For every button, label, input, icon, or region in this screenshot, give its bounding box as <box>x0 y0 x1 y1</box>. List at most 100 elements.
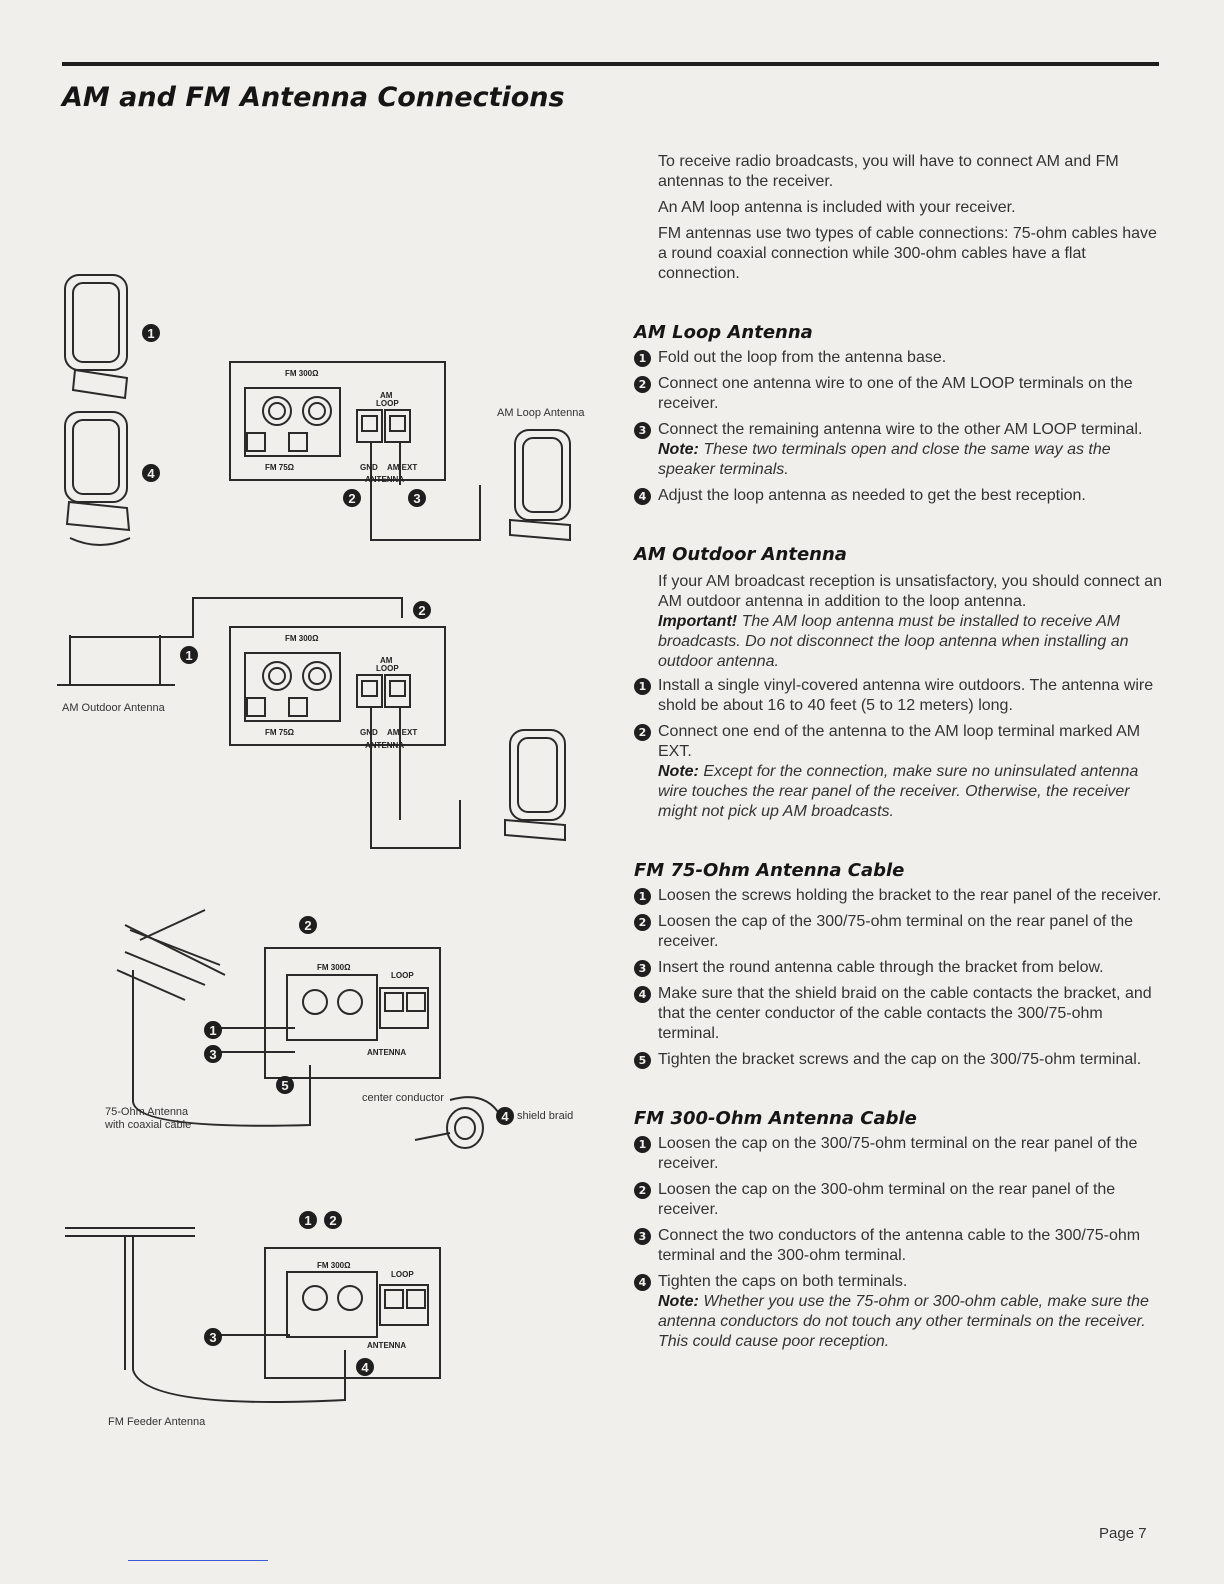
marker-fig3-5: 5 <box>276 1076 294 1094</box>
am-outdoor-antenna-illustration <box>57 597 403 686</box>
svg-text:1: 1 <box>185 648 192 663</box>
marker-fig4-2: 2 <box>324 1211 342 1229</box>
marker-fig3-4: 4 <box>496 1107 514 1125</box>
am-outdoor-note: Note: Except for the connection, make su… <box>658 763 1139 820</box>
svg-text:3: 3 <box>209 1330 216 1345</box>
svg-text:3: 3 <box>413 491 420 506</box>
svg-text:2: 2 <box>418 603 425 618</box>
panel3-loop-label: LOOP <box>391 971 414 980</box>
intro-paragraph-1: To receive radio broadcasts, you will ha… <box>658 153 1119 190</box>
page-title: AM and FM Antenna Connections <box>62 82 565 113</box>
marker-fig4-1: 1 <box>299 1211 317 1229</box>
panel4-fm300-label: FM 300Ω <box>317 1261 351 1270</box>
panel1-fm300-label: FM 300Ω <box>285 369 319 378</box>
marker-fig3-3: 3 <box>204 1045 222 1063</box>
fm75-heading: FM 75-Ohm Antenna Cable <box>634 860 905 881</box>
panel2-fm75-label: FM 75Ω <box>265 728 295 737</box>
panel1-fm75-label: FM 75Ω <box>265 463 295 472</box>
marker-fig2-1: 1 <box>180 646 198 664</box>
panel2-fm300-label: FM 300Ω <box>285 634 319 643</box>
fm-feeder-antenna-label: FM Feeder Antenna <box>108 1416 206 1428</box>
marker-fig1-3: 3 <box>408 489 426 507</box>
figures-column: FM 300Ω FM 75Ω AM LOOP GND AM EXT ANTENN… <box>55 140 615 1440</box>
fm75-antenna-illustration <box>116 909 501 1149</box>
am-outdoor-intro: If your AM broadcast reception is unsati… <box>658 573 1162 610</box>
am-loop-note: Note: These two terminals open and close… <box>658 441 1111 478</box>
fm75-antenna-label-2: with coaxial cable <box>105 1119 192 1131</box>
fm300-antenna-illustration <box>65 1227 441 1403</box>
panel3-antenna-label: ANTENNA <box>367 1048 406 1057</box>
intro-paragraph-2: An AM loop antenna is included with your… <box>658 199 1016 216</box>
svg-text:4: 4 <box>361 1360 369 1375</box>
receiver-panel-2 <box>229 626 566 849</box>
am-loop-antenna-label: AM Loop Antenna <box>497 407 585 419</box>
panel1-antenna-label: ANTENNA <box>365 475 404 484</box>
panel1-am-label: AM <box>380 391 393 400</box>
page-number: Page 7 <box>1099 1525 1147 1542</box>
am-loop-heading: AM Loop Antenna <box>634 322 813 343</box>
svg-text:3: 3 <box>209 1047 216 1062</box>
svg-text:1: 1 <box>209 1023 216 1038</box>
marker-fig4-4: 4 <box>356 1358 374 1376</box>
panel2-gnd-label: GND <box>360 728 378 737</box>
text-column: To receive radio broadcasts, you will ha… <box>634 152 1168 1352</box>
svg-text:1: 1 <box>304 1213 311 1228</box>
svg-text:5: 5 <box>281 1078 288 1093</box>
marker-fig1-1: 1 <box>142 324 160 342</box>
shield-braid-label: shield braid <box>517 1110 574 1122</box>
svg-text:2: 2 <box>348 491 355 506</box>
panel4-loop-label: LOOP <box>391 1270 414 1279</box>
marker-fig3-2: 2 <box>299 916 317 934</box>
am-outdoor-important: Important! The AM loop antenna must be i… <box>658 613 1129 670</box>
panel2-loop-label: LOOP <box>376 664 399 673</box>
am-outdoor-heading: AM Outdoor Antenna <box>634 544 847 565</box>
intro-paragraph-3: FM antennas use two types of cable conne… <box>658 225 1157 282</box>
panel1-loop-label: LOOP <box>376 399 399 408</box>
panel1-amext-label: AM EXT <box>387 463 417 472</box>
am-loop-antenna-illustration <box>509 429 571 542</box>
panel1-gnd-label: GND <box>360 463 378 472</box>
receiver-panel-1 <box>229 361 481 541</box>
panel4-antenna-label: ANTENNA <box>367 1341 406 1350</box>
center-conductor-label: center conductor <box>362 1092 444 1104</box>
svg-text:4: 4 <box>501 1109 509 1124</box>
panel2-amext-label: AM EXT <box>387 728 417 737</box>
panel2-am-label: AM <box>380 656 393 665</box>
marker-fig4-3: 3 <box>204 1328 222 1346</box>
panel3-fm300-label: FM 300Ω <box>317 963 351 972</box>
marker-fig2-2: 2 <box>413 601 431 619</box>
fm75-antenna-label-1: 75-Ohm Antenna <box>105 1106 189 1118</box>
marker-fig3-1: 1 <box>204 1021 222 1039</box>
antenna-illustrations: FM 300Ω FM 75Ω AM LOOP GND AM EXT ANTENN… <box>57 274 571 1403</box>
marker-fig1-2: 2 <box>343 489 361 507</box>
svg-text:2: 2 <box>304 918 311 933</box>
svg-text:4: 4 <box>147 466 155 481</box>
fm300-note: Note: Whether you use the 75-ohm or 300-… <box>658 1293 1149 1350</box>
svg-text:2: 2 <box>329 1213 336 1228</box>
panel2-antenna-label: ANTENNA <box>365 741 404 750</box>
marker-fig1-4: 4 <box>142 464 160 482</box>
svg-text:1: 1 <box>147 326 154 341</box>
top-rule <box>62 62 1159 66</box>
fm300-heading: FM 300-Ohm Antenna Cable <box>634 1108 917 1129</box>
am-loop-fold-illustration <box>64 274 131 546</box>
